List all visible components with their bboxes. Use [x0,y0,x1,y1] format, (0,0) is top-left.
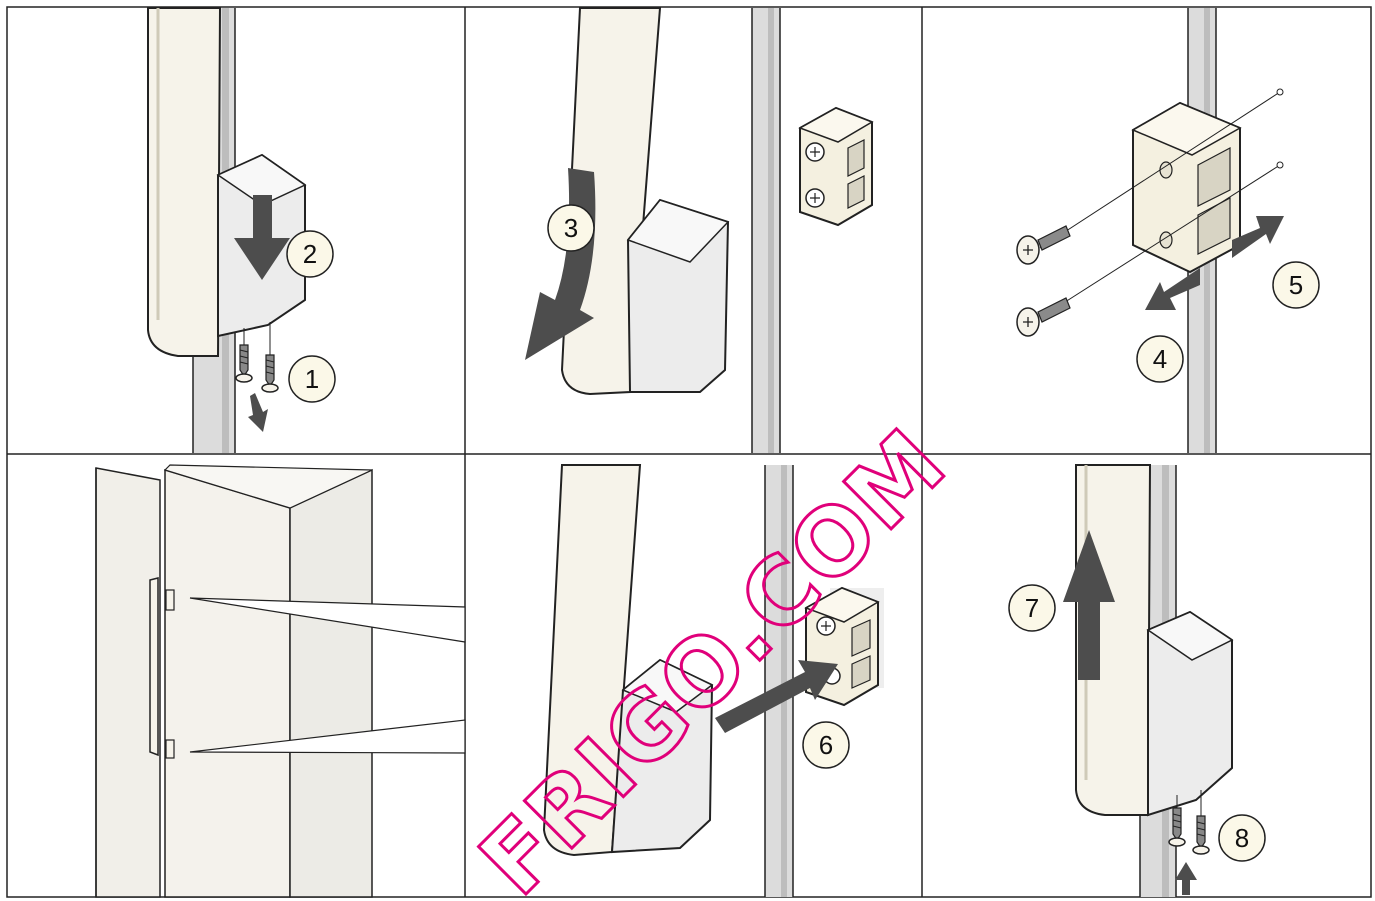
arrow-up-small-icon [1175,862,1197,895]
step-number-4: 4 [1153,344,1167,374]
panel-3: 5 4 [1017,8,1319,453]
panel-6: 7 8 [1009,465,1265,897]
door-rail [752,8,780,453]
screw-icon [1017,298,1070,336]
step-number-1: 1 [305,364,319,394]
panel-1: 2 1 [148,8,335,453]
step-number-6: 6 [819,730,833,760]
step-number-8: 8 [1235,823,1249,853]
step-number-5: 5 [1289,270,1303,300]
panel-4 [96,465,465,897]
fridge-side-panel [290,470,372,897]
step-number-2: 2 [303,239,317,269]
step-number-7: 7 [1025,593,1039,623]
screw-icon [262,322,278,392]
fridge-handle [150,578,158,755]
mounting-bracket [800,108,872,225]
panel-2: 3 [525,8,872,453]
screw-icon [236,328,252,382]
step-number-3: 3 [564,213,578,243]
arrow-down-small-icon [248,393,268,432]
watermark-text: FRIGO.COM [460,409,967,901]
screw-icon [1017,226,1070,264]
fridge-door [165,470,290,897]
